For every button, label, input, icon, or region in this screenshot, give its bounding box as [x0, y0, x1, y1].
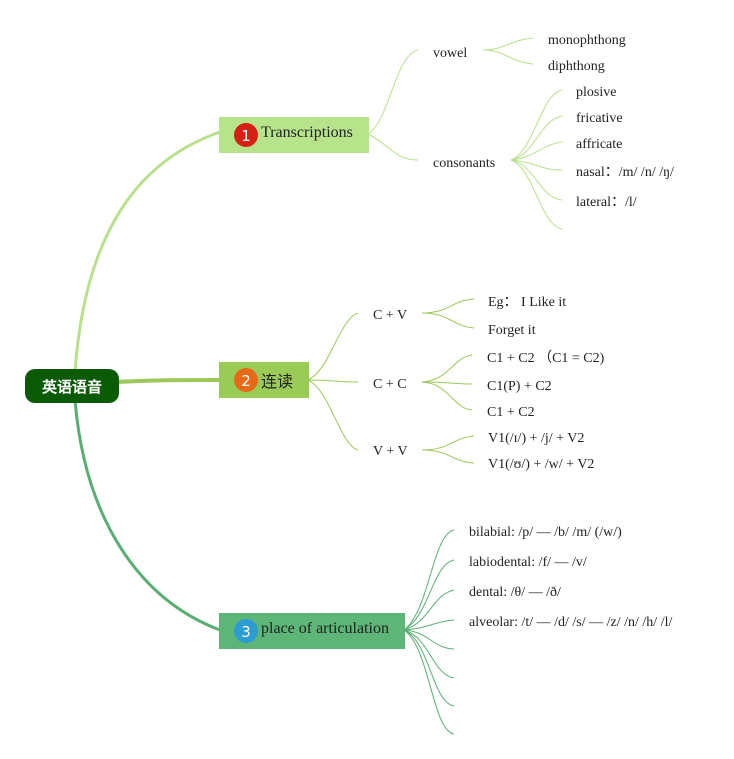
- leaf-v1-j-v2[interactable]: V1(/ɪ/) + /j/ + V2: [488, 431, 584, 446]
- leaf-dental[interactable]: dental: /θ/ — /ð/: [469, 585, 561, 600]
- leaf-monophthong[interactable]: monophthong: [548, 33, 626, 48]
- leaf-c1-c2[interactable]: C1 + C2: [487, 405, 535, 420]
- leaf-fricative[interactable]: fricative: [576, 111, 623, 126]
- topic-place-of-articulation[interactable]: 3 place of articulation: [219, 613, 405, 649]
- place-of-articulation-connectors: [403, 529, 455, 735]
- leaf-bilabial[interactable]: bilabial: /p/ — /b/ /m/ (/w/): [469, 525, 622, 540]
- subtopic-consonants[interactable]: consonants: [433, 156, 495, 171]
- leaf-plosive[interactable]: plosive: [576, 85, 616, 100]
- leaf-nasal[interactable]: nasal：/m/ /n/ /ŋ/: [576, 165, 674, 180]
- leaf-labiodental[interactable]: labiodental: /f/ — /v/: [469, 555, 587, 570]
- root-node[interactable]: 英语语音: [25, 369, 119, 403]
- branch-line-transcriptions: [73, 130, 221, 373]
- leaf-alveolar[interactable]: alveolar: /t/ — /d/ /s/ — /z/ /n/ /h/ /l…: [469, 615, 672, 630]
- leaf-forget-it[interactable]: Forget it: [488, 323, 536, 338]
- leaf-c1-c2-equal[interactable]: C1 + C2 （C1 = C2): [487, 350, 605, 366]
- subtopic-vowel[interactable]: vowel: [433, 46, 467, 61]
- branch-line-liandu: [117, 378, 221, 384]
- topic-liandu[interactable]: 2 连读: [219, 362, 309, 398]
- topic-label-liandu: 连读: [261, 373, 293, 391]
- subtopic-v-plus-v[interactable]: V + V: [373, 444, 408, 459]
- leaf-affricate[interactable]: affricate: [576, 137, 622, 152]
- leaf-c1p-c2[interactable]: C1(P) + C2: [487, 379, 552, 394]
- branch-line-place-of-articulation: [73, 399, 221, 632]
- topic-label-transcriptions: Transcriptions: [261, 124, 353, 141]
- topic-label-place-of-articulation: place of articulation: [261, 620, 389, 637]
- leaf-lateral[interactable]: lateral：/l/: [576, 195, 637, 210]
- liandu-connectors: [307, 298, 475, 464]
- subtopic-c-plus-v[interactable]: C + V: [373, 308, 407, 323]
- leaf-eg-i-like-it[interactable]: Eg： I Like it: [488, 295, 566, 310]
- transcriptions-connectors: [367, 37, 563, 230]
- topic-number-badge: 2: [241, 372, 251, 390]
- leaf-v1-w-v2[interactable]: V1(/ʊ/) + /w/ + V2: [488, 457, 594, 472]
- topic-number-badge: 1: [241, 127, 251, 145]
- leaf-diphthong[interactable]: diphthong: [548, 59, 605, 74]
- topic-transcriptions[interactable]: 1 Transcriptions: [219, 117, 369, 153]
- topic-number-badge: 3: [241, 623, 251, 641]
- subtopic-c-plus-c[interactable]: C + C: [373, 377, 407, 392]
- root-label: 英语语音: [42, 378, 102, 396]
